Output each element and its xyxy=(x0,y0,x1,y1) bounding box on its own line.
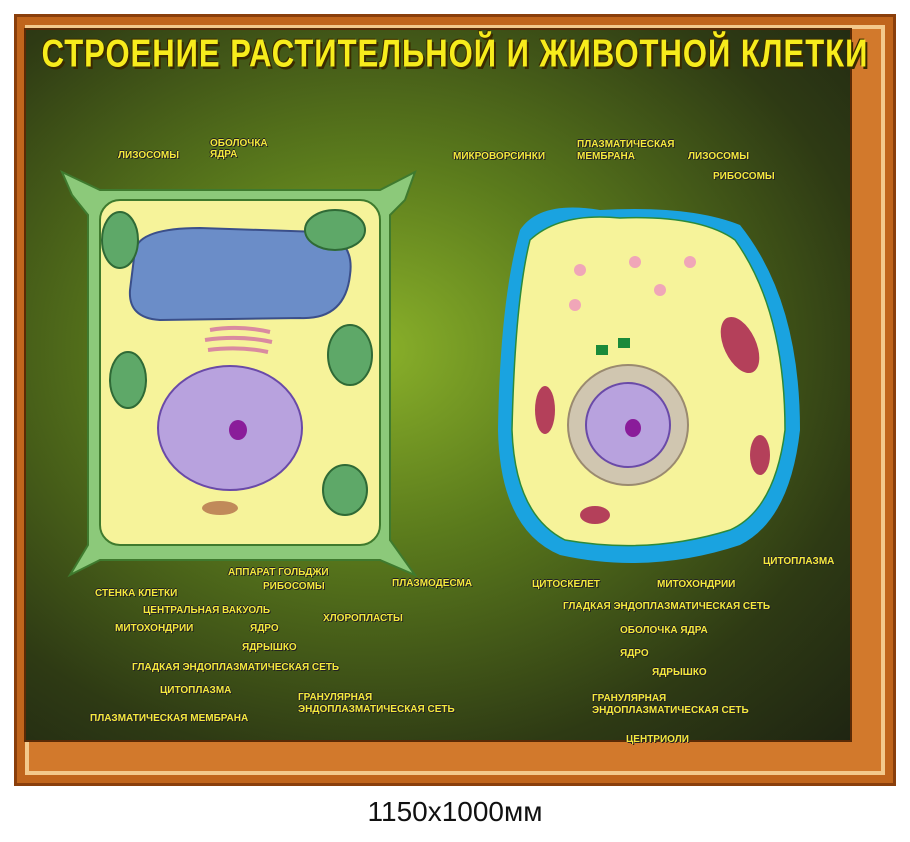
poster-title: СТРОЕНИЕ РАСТИТЕЛЬНОЙ И ЖИВОТНОЙ КЛЕТКИ xyxy=(41,31,869,76)
label-plant-membrane: ПЛАЗМАТИЧЕСКАЯ МЕМБРАНА xyxy=(90,713,249,724)
size-caption: 1150x1000мм xyxy=(367,796,543,827)
label-animal-membrane-2: МЕМБРАНА xyxy=(577,151,635,162)
label-plant-vacuole: ЦЕНТРАЛЬНАЯ ВАКУОЛЬ xyxy=(143,605,271,616)
label-plant-plasmodesma: ПЛАЗМОДЕСМА xyxy=(392,578,473,589)
label-plant-nuclear-envelope-2: ЯДРА xyxy=(210,149,238,160)
plant-cell xyxy=(60,169,418,578)
label-plant-cytoplasm: ЦИТОПЛАЗМА xyxy=(160,685,232,696)
label-plant-ribosomes: РИБОСОМЫ xyxy=(263,581,325,592)
label-animal-nuclear-envelope: ОБОЛОЧКА ЯДРА xyxy=(620,625,708,636)
label-animal-membrane-1: ПЛАЗМАТИЧЕСКАЯ xyxy=(577,139,675,150)
label-animal-microvilli: МИКРОВОРСИНКИ xyxy=(453,151,546,162)
label-plant-smooth-er: ГЛАДКАЯ ЭНДОПЛАЗМАТИЧЕСКАЯ СЕТЬ xyxy=(132,662,340,673)
label-plant-lysosomes: ЛИЗОСОМЫ xyxy=(118,150,179,161)
label-animal-cytoskeleton: ЦИТОСКЕЛЕТ xyxy=(532,579,600,590)
label-animal-rough-er-1: ГРАНУЛЯРНАЯ xyxy=(592,693,667,704)
label-animal-lysosomes: ЛИЗОСОМЫ xyxy=(688,151,749,162)
label-animal-nucleolus: ЯДРЫШКО xyxy=(652,667,707,678)
label-animal-ribosomes: РИБОСОМЫ xyxy=(713,171,775,182)
label-animal-rough-er-2: ЭНДОПЛАЗМАТИЧЕСКАЯ СЕТЬ xyxy=(592,705,749,716)
label-animal-centrioles: ЦЕНТРИОЛИ xyxy=(626,734,689,745)
label-animal-mitochondria: МИТОХОНДРИИ xyxy=(657,579,736,590)
label-plant-golgi: АППАРАТ ГОЛЬДЖИ xyxy=(228,567,329,578)
animal-cell xyxy=(498,207,800,563)
label-plant-nuclear-envelope-1: ОБОЛОЧКА xyxy=(210,138,268,149)
label-animal-smooth-er: ГЛАДКАЯ ЭНДОПЛАЗМАТИЧЕСКАЯ СЕТЬ xyxy=(563,601,771,612)
label-plant-mitochondria: МИТОХОНДРИИ xyxy=(115,623,194,634)
label-plant-nucleus: ЯДРО xyxy=(250,623,279,634)
label-plant-rough-er-1: ГРАНУЛЯРНАЯ xyxy=(298,692,373,703)
label-plant-chloroplasts: ХЛОРОПЛАСТЫ xyxy=(323,613,403,624)
label-plant-nucleolus: ЯДРЫШКО xyxy=(242,642,297,653)
label-plant-rough-er-2: ЭНДОПЛАЗМАТИЧЕСКАЯ СЕТЬ xyxy=(298,704,455,715)
label-plant-cell-wall: СТЕНКА КЛЕТКИ xyxy=(95,588,178,599)
label-animal-nucleus: ЯДРО xyxy=(620,648,649,659)
label-animal-cytoplasm: ЦИТОПЛАЗМА xyxy=(763,556,835,567)
